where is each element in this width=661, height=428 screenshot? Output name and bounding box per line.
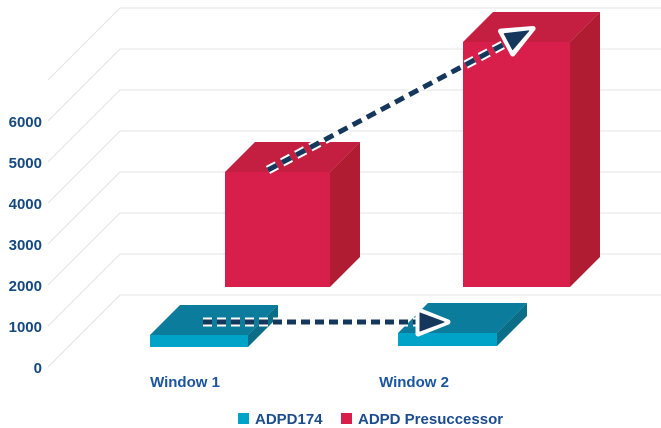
x-label-window-1: Window 1 xyxy=(150,374,220,391)
gridline-0 xyxy=(47,294,661,368)
y-tick-0: 0 xyxy=(34,360,42,377)
bar-top-face xyxy=(225,142,360,172)
bar-top-face xyxy=(150,305,278,335)
y-tick-2000: 2000 xyxy=(9,278,42,295)
legend-swatch-icon xyxy=(341,413,352,424)
bar-presuccessor-window1[interactable] xyxy=(225,142,360,287)
legend-swatch-icon xyxy=(238,413,249,424)
bar-front-face xyxy=(398,333,497,346)
legend-item-adpd174[interactable]: ADPD174 xyxy=(238,411,323,428)
presuccessor-trend-arrow xyxy=(265,25,536,174)
legend-item-presuccessor[interactable]: ADPD Presuccessor xyxy=(341,411,503,428)
arrow-head-group xyxy=(498,25,536,57)
arrow-head xyxy=(503,30,530,51)
legend-label-presuccessor: ADPD Presuccessor xyxy=(358,411,503,428)
bar-side-face xyxy=(570,12,600,287)
bar-side-face xyxy=(330,142,360,287)
y-tick-5000: 5000 xyxy=(9,155,42,172)
gridline-7000 xyxy=(47,7,661,81)
x-axis-category-labels: Window 1 Window 2 xyxy=(150,374,449,391)
y-tick-1000: 1000 xyxy=(9,319,42,336)
bar-front-face xyxy=(463,42,570,287)
y-tick-3000: 3000 xyxy=(9,237,42,254)
y-axis-tick-labels: 6000 5000 4000 3000 2000 1000 0 xyxy=(9,114,42,377)
y-tick-4000: 4000 xyxy=(9,196,42,213)
bar-front-face xyxy=(225,172,330,287)
bar-side-face xyxy=(497,303,527,346)
chart-legend: ADPD174 ADPD Presuccessor xyxy=(238,411,503,428)
bar-front-face xyxy=(150,335,248,347)
legend-label-adpd174: ADPD174 xyxy=(255,411,323,428)
y-tick-6000: 6000 xyxy=(9,114,42,131)
arrow-shaft xyxy=(266,37,514,173)
x-label-window-2: Window 2 xyxy=(379,374,449,391)
arrow-head xyxy=(419,312,445,332)
adpd174-trend-arrow xyxy=(203,307,451,337)
